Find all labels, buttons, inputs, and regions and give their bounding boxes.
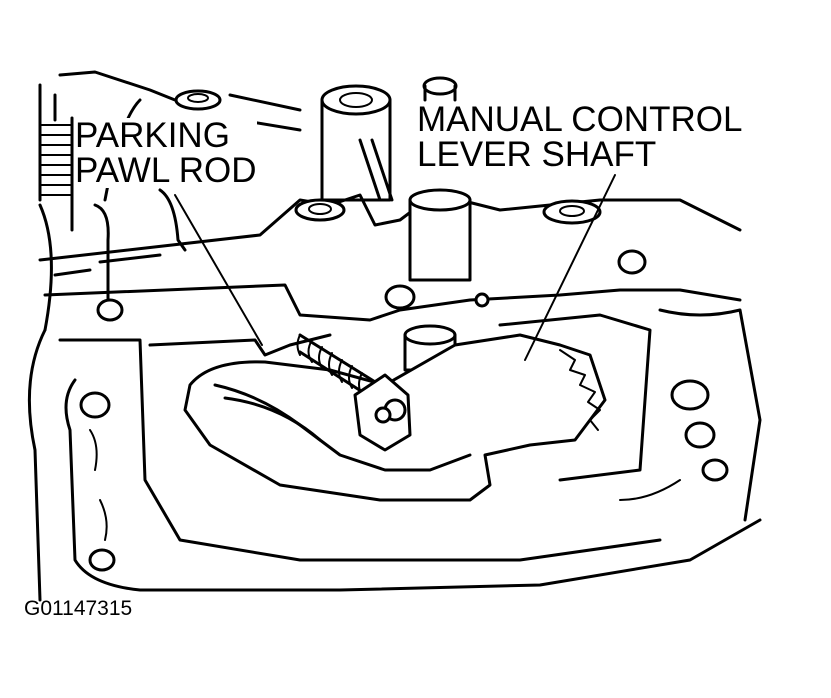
label-parking-pawl-rod: PARKING PAWL ROD [75,118,257,188]
leader-manual-control-lever-shaft [524,174,616,361]
valve-body-plate [27,308,762,602]
label-parking-pawl-rod-line1: PARKING [75,116,230,155]
parking-pawl-rod [296,333,412,452]
label-manual-control-lever-shaft: MANUAL CONTROL LEVER SHAFT [417,100,743,174]
manual-control-lever-shaft [403,188,472,372]
main-rail [38,193,742,322]
label-manual-control-line2: LEVER SHAFT [417,135,657,174]
upper-bosses [174,76,458,202]
label-parking-pawl-rod-line2: PAWL ROD [75,151,257,190]
figure-id: G01147315 [24,597,133,620]
leader-lines [174,174,616,361]
label-manual-control-line1: MANUAL CONTROL [417,100,743,139]
leader-parking-pawl-rod [174,194,263,346]
upper-casting [38,70,187,332]
